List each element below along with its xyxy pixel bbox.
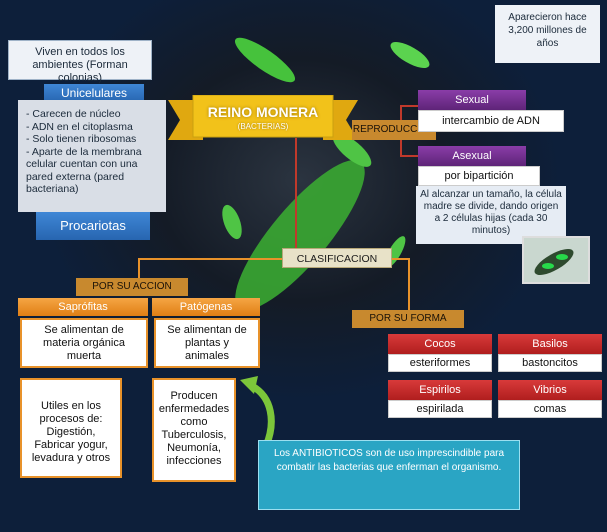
procariotas-text: Procariotas xyxy=(60,218,126,233)
curved-arrow-icon xyxy=(240,376,275,448)
patogenas-diseases: Producen enfermedades como Tuberculosis,… xyxy=(152,378,236,482)
bacterium-bottom xyxy=(222,204,242,240)
saprofitas-text: Saprófitas xyxy=(58,301,108,313)
asexual-label: Asexual xyxy=(418,146,526,166)
asexual-text: Asexual xyxy=(452,150,492,162)
bacterium-large xyxy=(235,160,365,310)
saprofitas-desc-text: Se alimentan de materia orgánica muerta xyxy=(43,324,125,362)
forma-espirilos-label: Espirilos xyxy=(388,380,492,400)
bacterium-medium xyxy=(234,37,296,83)
forma-desc: bastoncitos xyxy=(522,357,578,369)
dividing-cell-illustration xyxy=(524,238,588,282)
connector-title-clasificacion xyxy=(295,138,297,253)
unicelulares-text: Unicelulares xyxy=(60,86,128,100)
sexual-label: Sexual xyxy=(418,90,526,110)
page-subtitle: (BACTERIAS) xyxy=(193,122,333,131)
reproduccion-text: REPRODUCCION xyxy=(352,124,436,135)
patogenas-desc-text: Se alimentan de plantas y animales xyxy=(167,324,247,362)
forma-desc: comas xyxy=(533,403,567,415)
forma-cocos-desc: esteriformes xyxy=(388,354,492,372)
saprofitas-label: Saprófitas xyxy=(18,298,148,316)
feature-item: - Carecen de núcleo xyxy=(26,108,121,120)
por-su-forma-text: POR SU FORMA xyxy=(369,313,447,324)
habitat-note-text: Viven en todos los ambientes (Forman col… xyxy=(32,46,128,84)
connector-clasificacion-accion xyxy=(138,258,298,260)
forma-basilos-label: Basilos xyxy=(498,334,602,354)
antibiotics-note-text: Los ANTIBIOTICOS son de uso imprescindib… xyxy=(273,448,505,473)
asexual-desc-text: por bipartición xyxy=(444,170,514,182)
connector-accion xyxy=(138,258,140,280)
sexual-desc: intercambio de ADN xyxy=(418,110,564,132)
patogenas-diseases-text: Producen enfermedades como Tuberculosis,… xyxy=(158,390,230,467)
origin-note-text: Aparecieron hace 3,200 millones de años xyxy=(508,12,587,49)
patogenas-desc: Se alimentan de plantas y animales xyxy=(154,318,260,368)
forma-cocos-label: Cocos xyxy=(388,334,492,354)
unicelulares-label: Unicelulares xyxy=(44,84,144,102)
origin-note: Aparecieron hace 3,200 millones de años xyxy=(495,5,600,63)
forma-desc: espirilada xyxy=(416,403,464,415)
forma-vibrios-desc: comas xyxy=(498,400,602,418)
feature-item: - Solo tienen ribosomas xyxy=(26,133,137,145)
forma-desc: esteriformes xyxy=(409,357,471,369)
patogenas-label: Patógenas xyxy=(152,298,260,316)
bipartition-note: Al alcanzar un tamaño, la célula madre s… xyxy=(416,186,566,244)
clasificacion-text: CLASIFICACION xyxy=(296,253,378,265)
bacterium-right xyxy=(332,133,372,167)
connector-clasificacion-forma xyxy=(390,258,410,260)
saprofitas-uses: Utiles en los procesos de: Digestión, Fa… xyxy=(20,378,122,478)
clasificacion-label: CLASIFICACION xyxy=(282,248,392,268)
habitat-note: Viven en todos los ambientes (Forman col… xyxy=(8,40,152,84)
por-su-forma-label: POR SU FORMA xyxy=(352,310,464,328)
connector-forma-vertical xyxy=(408,258,410,313)
reproduccion-label: REPRODUCCION xyxy=(352,120,436,140)
connector-reproduccion-asexual xyxy=(400,155,420,157)
forma-basilos-desc: bastoncitos xyxy=(498,354,602,372)
feature-item: - ADN en el citoplasma xyxy=(26,120,133,133)
title-text: REINO MONERA xyxy=(207,104,319,120)
forma-vibrios-label: Vibrios xyxy=(498,380,602,400)
bacterium-small xyxy=(390,42,430,68)
page-title: REINO MONERA xyxy=(193,104,333,120)
feature-item: - Aparte de la membrana celular cuentan … xyxy=(26,145,142,196)
bipartition-image xyxy=(522,236,590,284)
connector-reproduccion-sexual xyxy=(400,105,420,107)
saprofitas-desc: Se alimentan de materia orgánica muerta xyxy=(20,318,148,368)
forma-name: Cocos xyxy=(424,338,456,350)
antibiotics-note: Los ANTIBIOTICOS son de uso imprescindib… xyxy=(258,440,520,510)
unicelulares-features: - Carecen de núcleo - ADN en el citoplas… xyxy=(18,100,166,212)
forma-name: Vibrios xyxy=(533,384,567,396)
sexual-text: Sexual xyxy=(455,94,489,106)
procariotas-label: Procariotas xyxy=(36,212,150,240)
forma-name: Espirilos xyxy=(419,384,461,396)
sexual-desc-text: intercambio de ADN xyxy=(442,115,540,127)
patogenas-text: Patógenas xyxy=(179,301,233,313)
title-banner xyxy=(168,95,358,140)
por-su-accion-text: POR SU ACCION xyxy=(92,281,172,292)
asexual-desc: por bipartición xyxy=(418,166,540,186)
forma-espirilos-desc: espirilada xyxy=(388,400,492,418)
subtitle-text: (BACTERIAS) xyxy=(237,122,289,131)
bipartition-note-text: Al alcanzar un tamaño, la célula madre s… xyxy=(420,189,562,236)
por-su-accion-label: POR SU ACCION xyxy=(76,278,188,296)
forma-name: Basilos xyxy=(532,338,568,350)
saprofitas-uses-text: Utiles en los procesos de: Digestión, Fa… xyxy=(31,400,111,464)
